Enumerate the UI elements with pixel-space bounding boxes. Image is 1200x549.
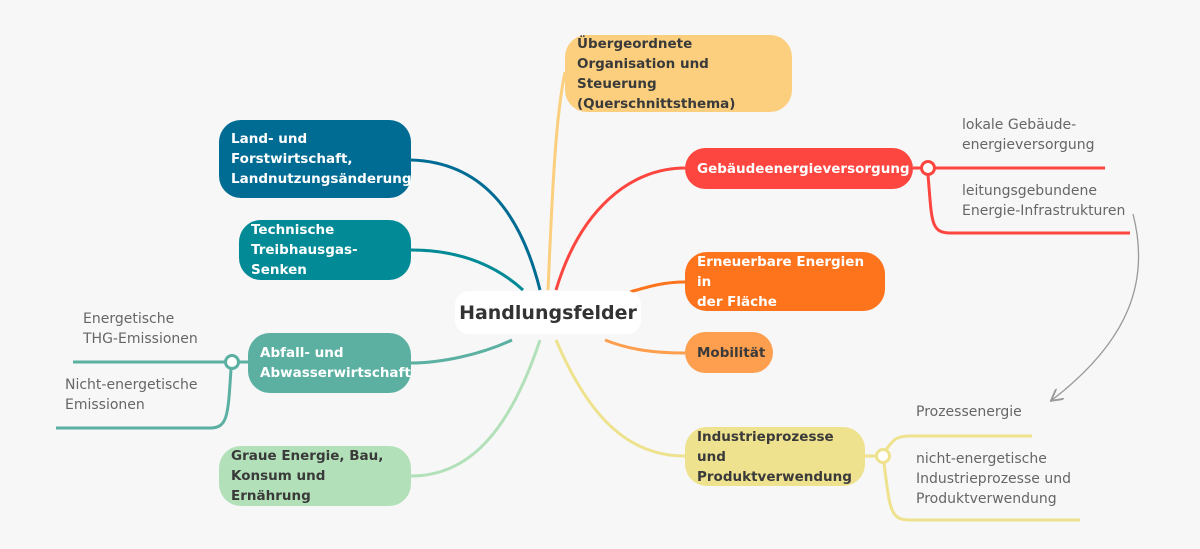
node-industrie[interactable]: Industrieprozesse und Produktverwendung — [685, 427, 865, 486]
gebaeude-branch-node — [920, 160, 936, 176]
subtopic-energetische-thg-emissionen[interactable]: Energetische THG-Emissionen — [83, 311, 198, 347]
connector-erneuerbare — [629, 280, 686, 294]
node-gebaeude[interactable]: Gebäudeenergieversorgung — [685, 148, 913, 189]
subtopic-leitungsgebundene-infrastrukturen[interactable]: leitungsgebundene Energie-Infrastrukture… — [962, 183, 1126, 219]
node-abfall[interactable]: Abfall- und Abwasserwirtschaft — [248, 333, 411, 393]
connector-technische — [410, 248, 525, 292]
relationship-arrow — [1052, 213, 1140, 400]
node-mobilitaet[interactable]: Mobilität — [685, 332, 773, 373]
connector-graue — [410, 339, 542, 478]
connector-uebergeordnet — [546, 71, 567, 291]
abfall-branch-node — [224, 354, 240, 370]
node-graue[interactable]: Graue Energie, Bau, Konsum und Ernährung — [219, 446, 411, 506]
connector-abfall — [410, 338, 513, 365]
connector-gebaeude — [554, 166, 686, 291]
node-technische[interactable]: Technische Treibhausgas-Senken — [239, 220, 411, 280]
node-uebergeordnet[interactable]: Übergeordnete Organisation und Steuerung… — [565, 35, 792, 112]
subtopic-prozessenergie[interactable]: Prozessenergie — [916, 404, 1022, 420]
connector-industrie — [554, 339, 686, 458]
connector-mobilitaet — [604, 338, 686, 355]
subtopic-nicht-energetische-industrieprozesse[interactable]: nicht-energetische Industrieprozesse und… — [916, 451, 1071, 507]
node-land[interactable]: Land- und Forstwirtschaft, Landnutzungsä… — [219, 120, 412, 198]
node-erneuerbare[interactable]: Erneuerbare Energien in der Fläche — [685, 252, 885, 311]
subtopic-lokale-gebaeudeenergieversorgung[interactable]: lokale Gebäude- energieversorgung — [962, 117, 1095, 153]
connector-land — [410, 158, 542, 291]
central-topic[interactable]: Handlungsfelder — [455, 291, 641, 334]
industrie-branch-node — [875, 448, 891, 464]
subtopic-nicht-energetische-emissionen[interactable]: Nicht-energetische Emissionen — [65, 377, 198, 413]
